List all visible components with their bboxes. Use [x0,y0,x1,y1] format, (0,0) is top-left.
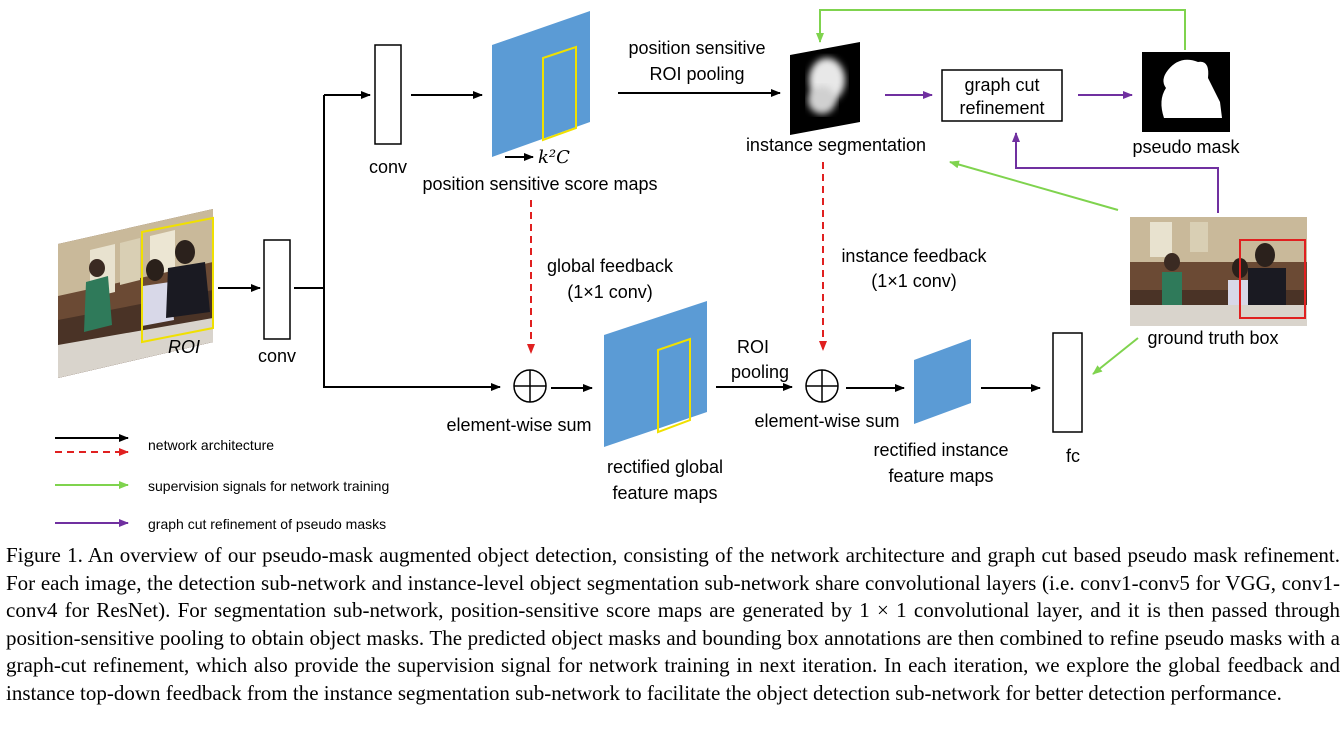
supervision-gt-to-segmentation [949,160,1119,211]
roi-pooling-label-1: ROI [737,337,769,357]
fc-block [1052,332,1083,433]
ground-truth-label: ground truth box [1147,328,1278,348]
legend-label-network: network architecture [148,437,274,453]
figure-caption: Figure 1. An overview of our pseudo-mask… [6,543,1340,705]
pseudo-mask-image [1142,52,1230,132]
roi-pooling-label-2: pooling [731,362,789,382]
rectified-global-maps [604,301,707,447]
element-sum-label-2: element-wise sum [754,411,899,431]
conv-top-label: conv [369,157,407,177]
supervision-gt-to-fc [1092,337,1139,375]
architecture-diagram: ROI conv conv k²C position sensitive sco… [55,9,1307,532]
graph-cut-label-2: refinement [959,98,1044,118]
instance-segmentation-label: instance segmentation [746,135,926,155]
roi-label: ROI [168,337,200,357]
rectified-global-roi [657,337,691,434]
score-maps-label: position sensitive score maps [422,174,657,194]
supervision-to-segmentation [816,9,1186,50]
ps-roi-pooling-label-1: position sensitive [628,38,765,58]
rectified-instance-label-1: rectified instance [873,440,1008,460]
fc-label: fc [1066,446,1080,466]
element-sum-label-1: element-wise sum [446,415,591,435]
input-photo [58,209,214,378]
rectified-global-label-1: rectified global [607,457,723,477]
conv-block-top [374,44,402,145]
element-sum-node-1 [513,369,547,403]
element-sum-node-2 [805,369,839,403]
k2c-label: k²C [538,147,570,168]
score-maps [492,11,590,157]
conv-shared-label: conv [258,346,296,366]
legend-label-supervision: supervision signals for network training [148,478,389,494]
rectified-global-label-2: feature maps [612,483,717,503]
global-feedback-label-2: (1×1 conv) [567,282,653,302]
global-feedback-label-1: global feedback [547,256,674,276]
graph-cut-box [941,69,1063,122]
instance-feedback-label-1: instance feedback [841,246,987,266]
pseudo-mask-label: pseudo mask [1132,137,1240,157]
arrow-gt-to-graphcut [1012,132,1219,213]
conv-block-shared [263,239,291,340]
instance-feedback-label-2: (1×1 conv) [871,271,957,291]
ground-truth-photo [1130,217,1307,326]
legend: network architecture supervision signals… [55,434,389,532]
score-maps-roi [542,45,577,142]
graph-cut-label-1: graph cut [964,75,1039,95]
rectified-instance-maps [914,339,971,424]
ps-roi-pooling-label-2: ROI pooling [649,64,744,84]
instance-segmentation-mask [790,42,860,135]
rectified-instance-label-2: feature maps [888,466,993,486]
legend-label-graphcut: graph cut refinement of pseudo masks [148,516,386,532]
